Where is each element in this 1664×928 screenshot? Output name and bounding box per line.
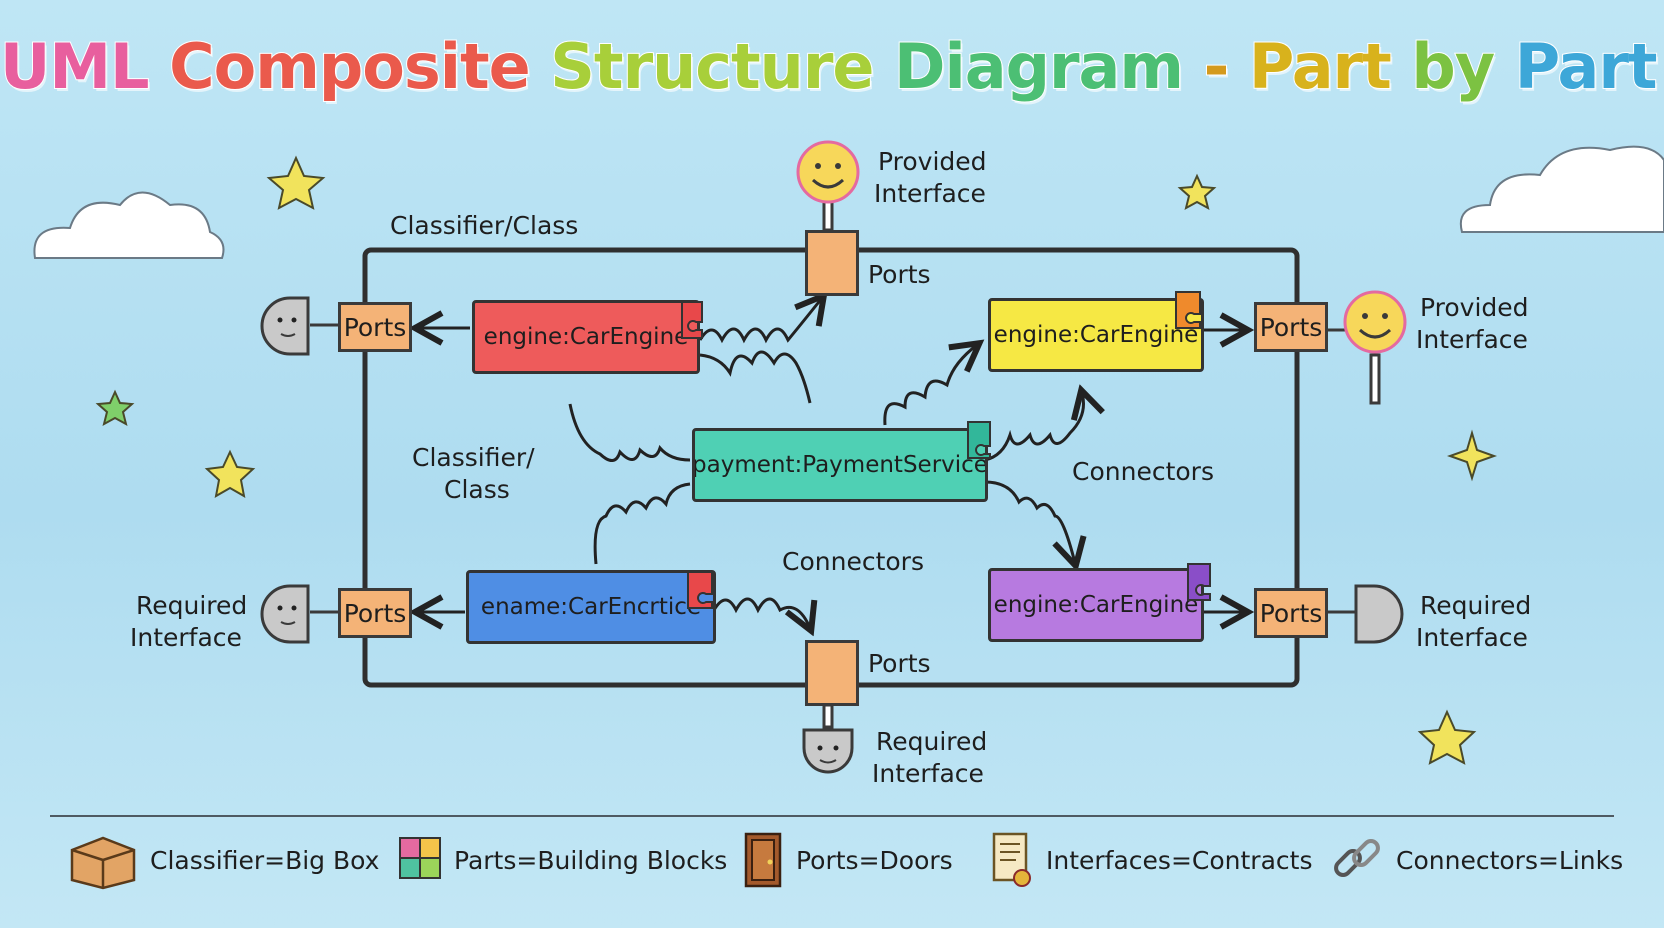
connector-payment-to-blue	[593, 482, 691, 565]
connector-blue-to-bottom-port	[712, 597, 810, 628]
connectors-label-bottom: Connectors	[782, 547, 924, 576]
legend-item-connectors: Connectors=Links	[1330, 832, 1623, 888]
title-word: Part!	[1514, 29, 1664, 104]
part-red-engine: engine:CarEngine	[472, 300, 700, 374]
puzzle-icon	[687, 571, 713, 609]
cloud-right	[1459, 145, 1664, 233]
puzzle-icon	[399, 837, 441, 879]
provided-interface-right-line1: Provided	[1420, 293, 1529, 322]
legend-item-ports: Ports=Doors	[740, 830, 953, 890]
part-port-arrows	[418, 328, 1245, 612]
legend-label: Ports=Doors	[796, 845, 953, 875]
connector-payment-to-yellow-2	[984, 393, 1084, 462]
part-payment-service: payment:PaymentService	[692, 428, 988, 502]
legend-label: Parts=Building Blocks	[454, 845, 728, 875]
connectors	[568, 298, 1084, 628]
puzzle-icon	[681, 301, 703, 339]
classifier-label-mid-line1: Classifier/	[412, 443, 535, 472]
port-top-label: Ports	[868, 260, 931, 289]
port-right-upper: Ports	[1254, 302, 1328, 352]
puzzle-icon	[967, 421, 991, 459]
title-word: Part	[1248, 29, 1393, 104]
title-word: Composite	[168, 29, 532, 104]
puzzle-icon	[1175, 291, 1201, 329]
provided-interface-right-line2: Interface	[1416, 325, 1528, 354]
title-word: by	[1410, 29, 1496, 104]
port-top	[805, 230, 859, 296]
provided-interface-top-line2: Interface	[874, 179, 986, 208]
required-interface-bottom-line1: Required	[876, 727, 988, 756]
required-interface-left-upper-icon	[260, 296, 310, 356]
door-icon	[744, 832, 782, 888]
part-yellow-engine: engine:CarEngine	[988, 298, 1204, 372]
required-interface-bottom-line2: Interface	[872, 759, 984, 788]
classifier-label-top: Classifier/Class	[390, 211, 579, 240]
puzzle-icon	[1187, 563, 1211, 601]
cloud-left	[33, 191, 225, 259]
star-icons	[95, 155, 1498, 765]
title-word: -	[1203, 29, 1231, 104]
title-word: UML	[0, 29, 151, 104]
port-left-lower: Ports	[338, 588, 412, 638]
required-interface-bottom-icon	[802, 728, 854, 774]
legend-label: Interfaces=Contracts	[1046, 845, 1313, 875]
part-blue-engine: ename:CarEncrtice	[466, 570, 716, 644]
connector-red-to-payment	[699, 350, 812, 404]
required-interface-left-line1: Required	[136, 591, 248, 620]
provided-interface-top-line1: Provided	[878, 147, 987, 176]
legend-label: Connectors=Links	[1396, 845, 1624, 875]
required-interface-right-line1: Required	[1420, 591, 1532, 620]
required-interface-right-icon	[1354, 584, 1404, 644]
scroll-icon	[992, 832, 1031, 887]
connector-payment-left	[568, 403, 691, 462]
required-interface-left-lower-icon	[260, 584, 310, 644]
connector-payment-to-purple	[984, 480, 1075, 563]
chain-link-icon	[1334, 839, 1380, 877]
connector-payment-to-yellow	[883, 345, 977, 426]
connector-red-to-top-port	[698, 298, 822, 344]
legend-item-classifier: Classifier=Big Box	[66, 830, 379, 890]
port-left-upper: Ports	[338, 302, 412, 352]
box-icon	[70, 836, 136, 890]
connectors-label-right: Connectors	[1072, 457, 1214, 486]
classifier-label-mid-line2: Class	[444, 475, 510, 504]
provided-interface-top-icon	[796, 140, 860, 204]
legend-item-parts: Parts=Building Blocks	[398, 834, 727, 886]
provided-interface-right-icon	[1343, 290, 1407, 354]
page-title: UML Composite Structure Diagram - Part b…	[0, 29, 1664, 104]
port-bottom-label: Ports	[868, 649, 931, 678]
title-word: Structure	[549, 29, 875, 104]
port-right-lower: Ports	[1254, 588, 1328, 638]
port-bottom	[805, 640, 859, 706]
legend-item-interfaces: Interfaces=Contracts	[986, 828, 1312, 892]
legend-label: Classifier=Big Box	[150, 845, 380, 875]
title-word: Diagram	[893, 29, 1185, 104]
part-purple-engine: engine:CarEngine	[988, 568, 1204, 642]
required-interface-right-line2: Interface	[1416, 623, 1528, 652]
required-interface-left-line2: Interface	[130, 623, 242, 652]
